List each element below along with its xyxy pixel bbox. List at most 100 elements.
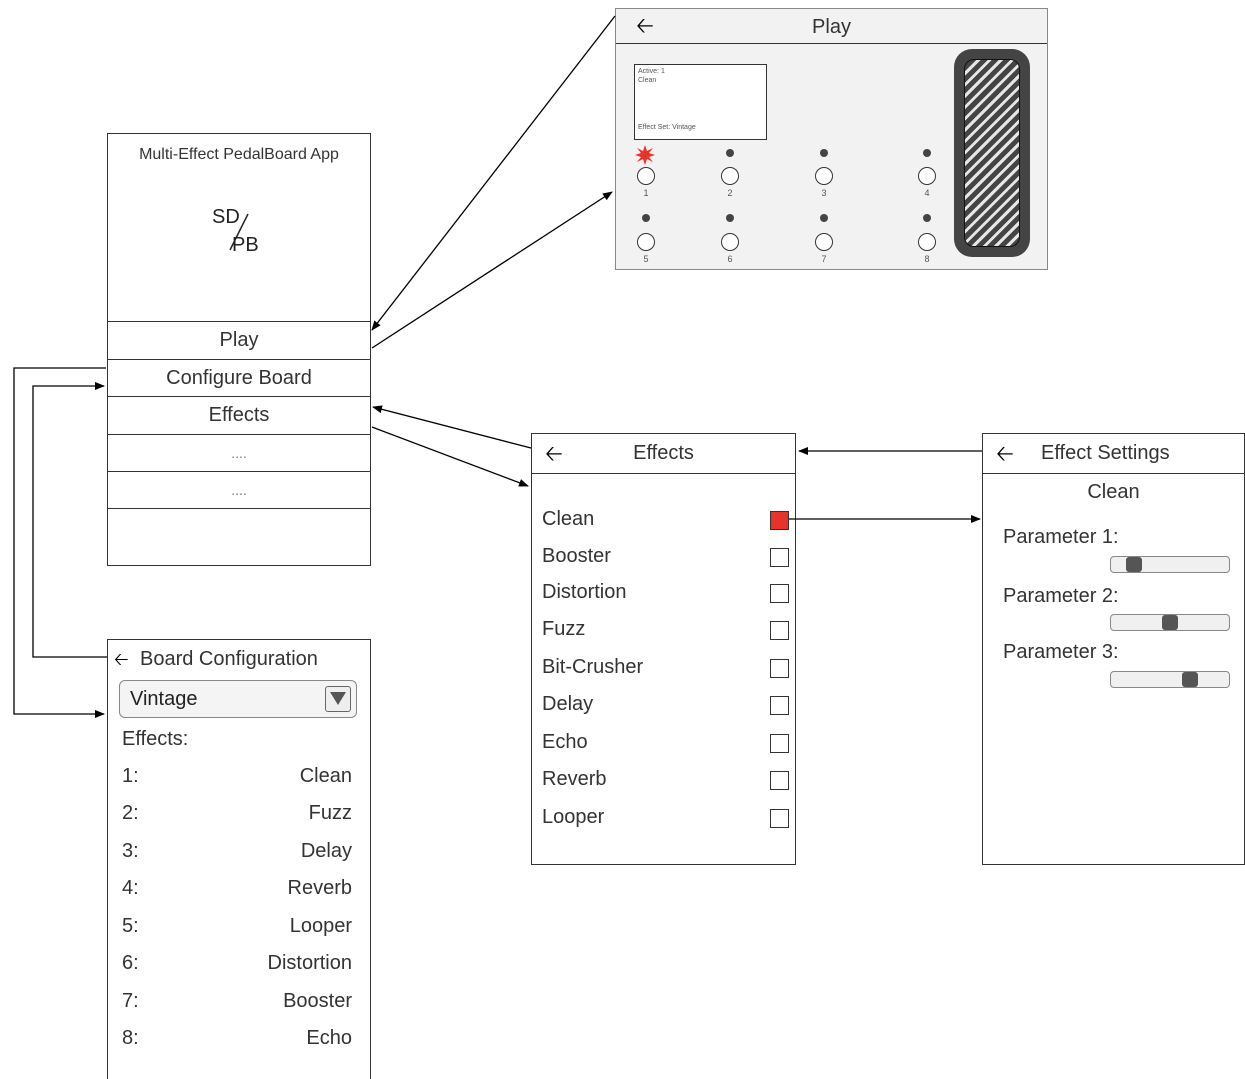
- preset-select[interactable]: Vintage: [119, 680, 357, 718]
- connector-board-back: [32, 382, 107, 658]
- effect-slot[interactable]: 2: Fuzz: [122, 802, 352, 839]
- play-header: 🡠 Play: [616, 9, 1047, 44]
- expression-pedal[interactable]: [954, 49, 1030, 257]
- led-indicator: [923, 214, 931, 222]
- play-screen: 🡠 Play Active: 1 Clean Effect Set: Vinta…: [615, 8, 1048, 270]
- effect-label: Fuzz: [542, 618, 586, 640]
- effect-list-item[interactable]: Distortion: [542, 581, 789, 618]
- footswitch-label: 6: [727, 254, 733, 264]
- display-effect-text: Clean: [638, 77, 657, 84]
- logo-text-bottom: PB: [232, 234, 259, 256]
- effect-checkbox[interactable]: [770, 734, 789, 753]
- effect-checkbox[interactable]: [770, 771, 789, 790]
- slot-number: 6:: [122, 952, 139, 974]
- slider-thumb[interactable]: [1126, 557, 1142, 572]
- effect-list-item[interactable]: Bit-Crusher: [542, 656, 789, 693]
- effect-checkbox[interactable]: [770, 659, 789, 678]
- expression-pedal-icon: [964, 59, 1020, 247]
- effect-slot[interactable]: 3: Delay: [122, 840, 352, 877]
- menu-item-effects[interactable]: Effects: [108, 396, 370, 434]
- footswitch-2[interactable]: [721, 167, 739, 185]
- slot-number: 8:: [122, 1027, 139, 1049]
- slider-thumb[interactable]: [1182, 672, 1198, 687]
- effect-slot[interactable]: 8: Echo: [122, 1027, 352, 1064]
- display-active-text: Active: 1: [638, 68, 665, 75]
- menu-item-placeholder[interactable]: ....: [108, 434, 370, 472]
- effect-checkbox[interactable]: [770, 621, 789, 640]
- connector-board-open: [13, 367, 106, 718]
- footswitch-label: 2: [727, 188, 733, 198]
- effect-label: Looper: [542, 806, 605, 828]
- preset-select-value: Vintage: [130, 688, 198, 710]
- effect-checkbox[interactable]: [770, 696, 789, 715]
- effect-slot[interactable]: 5: Looper: [122, 915, 352, 952]
- effect-checkbox[interactable]: [770, 511, 789, 530]
- slot-effect-name: Reverb: [287, 877, 352, 899]
- slot-effect-name: Clean: [299, 765, 352, 787]
- effect-label: Reverb: [542, 768, 607, 790]
- slot-effect-name: Looper: [289, 915, 352, 937]
- connector-play-back: [371, 15, 616, 331]
- slot-number: 4:: [122, 877, 139, 899]
- display-effect-set-text: Effect Set: Vintage: [638, 124, 696, 131]
- effect-list-item[interactable]: Clean: [542, 508, 789, 545]
- dropdown-arrow-icon[interactable]: [325, 686, 351, 712]
- footswitch-4[interactable]: [918, 167, 936, 185]
- effects-label: Effects:: [122, 728, 189, 750]
- footswitch-label: 7: [821, 254, 827, 264]
- led-indicator: [820, 214, 828, 222]
- menu-item-empty[interactable]: [108, 508, 370, 546]
- parameter-slider-3[interactable]: [1110, 671, 1230, 688]
- effect-list-item[interactable]: Booster: [542, 545, 789, 582]
- menu-item-placeholder[interactable]: ....: [108, 471, 370, 509]
- parameter-slider-1[interactable]: [1110, 556, 1230, 573]
- effect-list-item[interactable]: Looper: [542, 806, 789, 843]
- effect-list-item[interactable]: Echo: [542, 731, 789, 768]
- menu-item-play[interactable]: Play: [108, 321, 370, 359]
- connector-effects-back: [372, 405, 532, 449]
- parameter-slider-2[interactable]: [1110, 614, 1230, 631]
- led-indicator: [923, 149, 931, 157]
- parameter-label: Parameter 3:: [1003, 641, 1119, 663]
- effect-checkbox[interactable]: [770, 548, 789, 567]
- effect-checkbox[interactable]: [770, 584, 789, 603]
- slot-effect-name: Distortion: [267, 952, 352, 974]
- led-indicator: [642, 214, 650, 222]
- settings-title: Effect Settings: [1041, 442, 1170, 464]
- menu-item-configure-board[interactable]: Configure Board: [108, 359, 370, 397]
- slot-number: 3:: [122, 840, 139, 862]
- pedal-display: Active: 1 Clean Effect Set: Vintage: [634, 64, 767, 140]
- effect-label: Delay: [542, 693, 594, 715]
- slot-effect-name: Delay: [300, 840, 352, 862]
- effect-settings-screen: 🡠 Effect Settings Clean Parameter 1: Par…: [982, 433, 1245, 865]
- led-indicator: [726, 149, 734, 157]
- slider-thumb[interactable]: [1162, 615, 1178, 630]
- left-arrow-icon[interactable]: 🡠: [996, 441, 1014, 466]
- effect-checkbox[interactable]: [770, 809, 789, 828]
- left-arrow-icon[interactable]: 🡠: [545, 441, 563, 466]
- left-arrow-icon[interactable]: 🡠: [114, 649, 129, 669]
- footswitch-5[interactable]: [637, 233, 655, 251]
- footswitch-8[interactable]: [918, 233, 936, 251]
- footswitch-1[interactable]: [637, 167, 655, 185]
- footswitch-3[interactable]: [815, 167, 833, 185]
- slot-effect-name: Echo: [306, 1027, 352, 1049]
- footswitch-7[interactable]: [815, 233, 833, 251]
- effect-slot[interactable]: 6: Distortion: [122, 952, 352, 989]
- active-star-icon: [635, 145, 655, 165]
- connector-effects-open: [371, 426, 529, 487]
- effect-slot[interactable]: 7: Booster: [122, 990, 352, 1027]
- effect-list-item[interactable]: Fuzz: [542, 618, 789, 655]
- footswitch-label: 8: [924, 254, 930, 264]
- left-arrow-icon[interactable]: 🡠: [636, 13, 654, 38]
- effect-slot[interactable]: 4: Reverb: [122, 877, 352, 914]
- slot-effect-name: Fuzz: [308, 802, 352, 824]
- footswitch-6[interactable]: [721, 233, 739, 251]
- board-config-title: Board Configuration: [140, 648, 318, 670]
- footswitch-label: 4: [924, 188, 930, 198]
- effect-list-item[interactable]: Reverb: [542, 768, 789, 805]
- effect-list-item[interactable]: Delay: [542, 693, 789, 730]
- parameter-label: Parameter 1:: [1003, 526, 1119, 548]
- effect-slot[interactable]: 1: Clean: [122, 765, 352, 802]
